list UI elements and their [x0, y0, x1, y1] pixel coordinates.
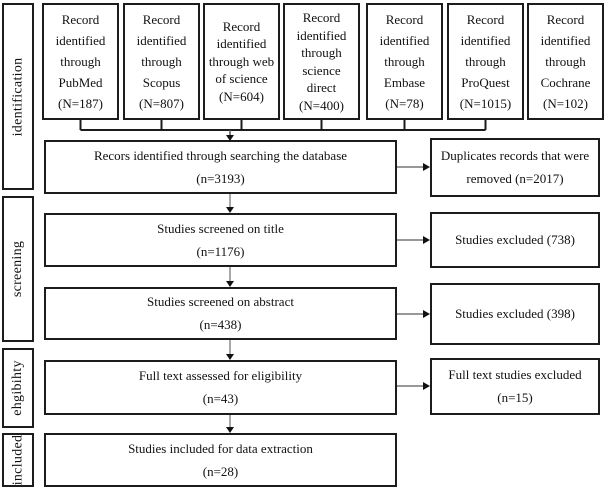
arrow-to-duplicates [397, 163, 430, 171]
flow-box-screened-title: Studies screened on title (n=1176) [44, 213, 397, 267]
source-box-pubmed: Record identified through PubMed (N=187) [42, 3, 119, 120]
source-box-proquest: Record identified through ProQuest (N=10… [447, 3, 524, 120]
stage-included: included [2, 433, 34, 487]
arrow-to-excluded-title [397, 236, 430, 244]
arrow-title-to-abstract [226, 267, 234, 287]
stage-identification: identification [2, 3, 34, 190]
excl-box-fulltext: Full text studies excluded (n=15) [430, 358, 600, 415]
flow-box-included-extraction: Studies included for data extraction (n=… [44, 433, 397, 487]
flow-box-screened-abstract: Studies screened on abstract (n=438) [44, 287, 397, 340]
arrow-records-to-title [226, 194, 234, 213]
stage-label: ehgibihty [10, 360, 25, 416]
excl-box-abstract: Studies excluded (398) [430, 283, 600, 345]
flow-box-fulltext-assessed: Full text assessed for eligibility (n=43… [44, 360, 397, 415]
stage-label: screening [10, 240, 25, 298]
stage-screening: screening [2, 196, 34, 342]
arrow-to-excluded-abstract [397, 310, 430, 318]
arrow-abstract-to-fulltext [226, 340, 234, 360]
flow-box-records-identified: Recors identified through searching the … [44, 140, 397, 194]
source-box-science-direct: Record identified through science direct… [283, 3, 360, 120]
source-merge-connector [79, 120, 487, 131]
arrow-fulltext-to-included [226, 415, 234, 433]
source-box-cochrane: Record identified through Cochrane (N=10… [527, 3, 604, 120]
source-box-scopus: Record identified through Scopus (N=807) [123, 3, 200, 120]
stage-label: identification [10, 57, 25, 136]
stage-eligibility: ehgibihty [2, 348, 34, 428]
excl-box-title: Studies excluded (738) [430, 212, 600, 268]
arrow-to-excluded-fulltext [397, 382, 430, 390]
source-box-web-of-science: Record identified through web of science… [203, 3, 280, 120]
stage-label: included [10, 434, 26, 486]
excl-box-duplicates: Duplicates records that were removed (n=… [430, 138, 600, 197]
source-box-embase: Record identified through Embase (N=78) [366, 3, 443, 120]
